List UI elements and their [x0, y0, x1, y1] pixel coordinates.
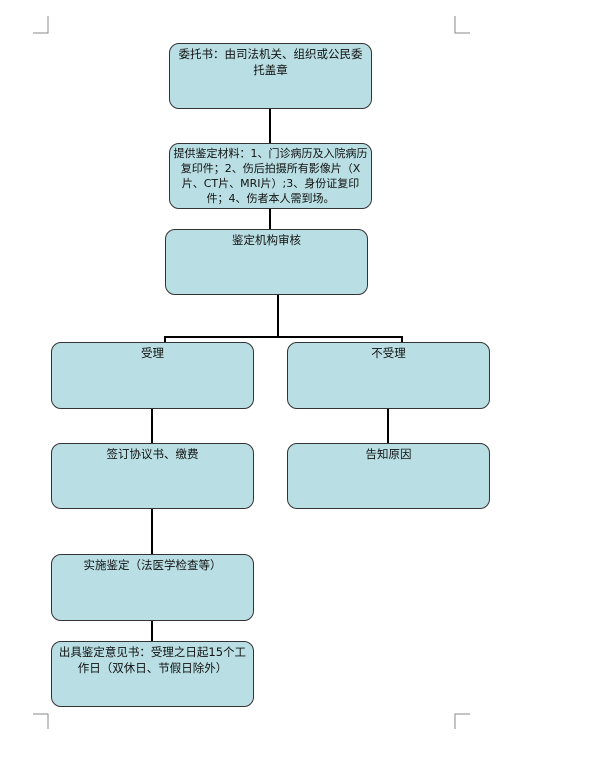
reject-box: 不受理	[287, 342, 490, 409]
sign-text: 签订协议书、缴费	[106, 447, 199, 461]
accept-box: 受理	[51, 342, 254, 409]
notify-box: 告知原因	[287, 443, 490, 509]
report-box: 出具鉴定意见书：受理之日起15个工作日（双休日、节假日除外）	[51, 641, 254, 707]
notify-text: 告知原因	[365, 447, 412, 461]
report-text: 出具鉴定意见书：受理之日起15个工作日（双休日、节假日除外）	[58, 645, 247, 675]
conduct-text: 实施鉴定（法医学检查等）	[83, 558, 222, 572]
accept-text: 受理	[141, 346, 164, 360]
review-box: 鉴定机构审核	[165, 229, 368, 295]
conduct-box: 实施鉴定（法医学检查等）	[51, 554, 254, 621]
connector-branch-bar	[164, 336, 403, 342]
entrust-box: 委托书：由司法机关、组织或公民委托盖章	[169, 43, 372, 109]
sign-box: 签订协议书、缴费	[51, 443, 254, 509]
review-text: 鉴定机构审核	[232, 233, 301, 247]
reject-text: 不受理	[371, 346, 406, 360]
entrust-text: 委托书：由司法机关、组织或公民委托盖章	[178, 47, 363, 77]
materials-box: 提供鉴定材料：1、门诊病历及入院病历复印件；2、伤后拍摄所有影像片（X片、CT片…	[169, 143, 372, 209]
materials-text: 提供鉴定材料：1、门诊病历及入院病历复印件；2、伤后拍摄所有影像片（X片、CT片…	[173, 147, 368, 205]
